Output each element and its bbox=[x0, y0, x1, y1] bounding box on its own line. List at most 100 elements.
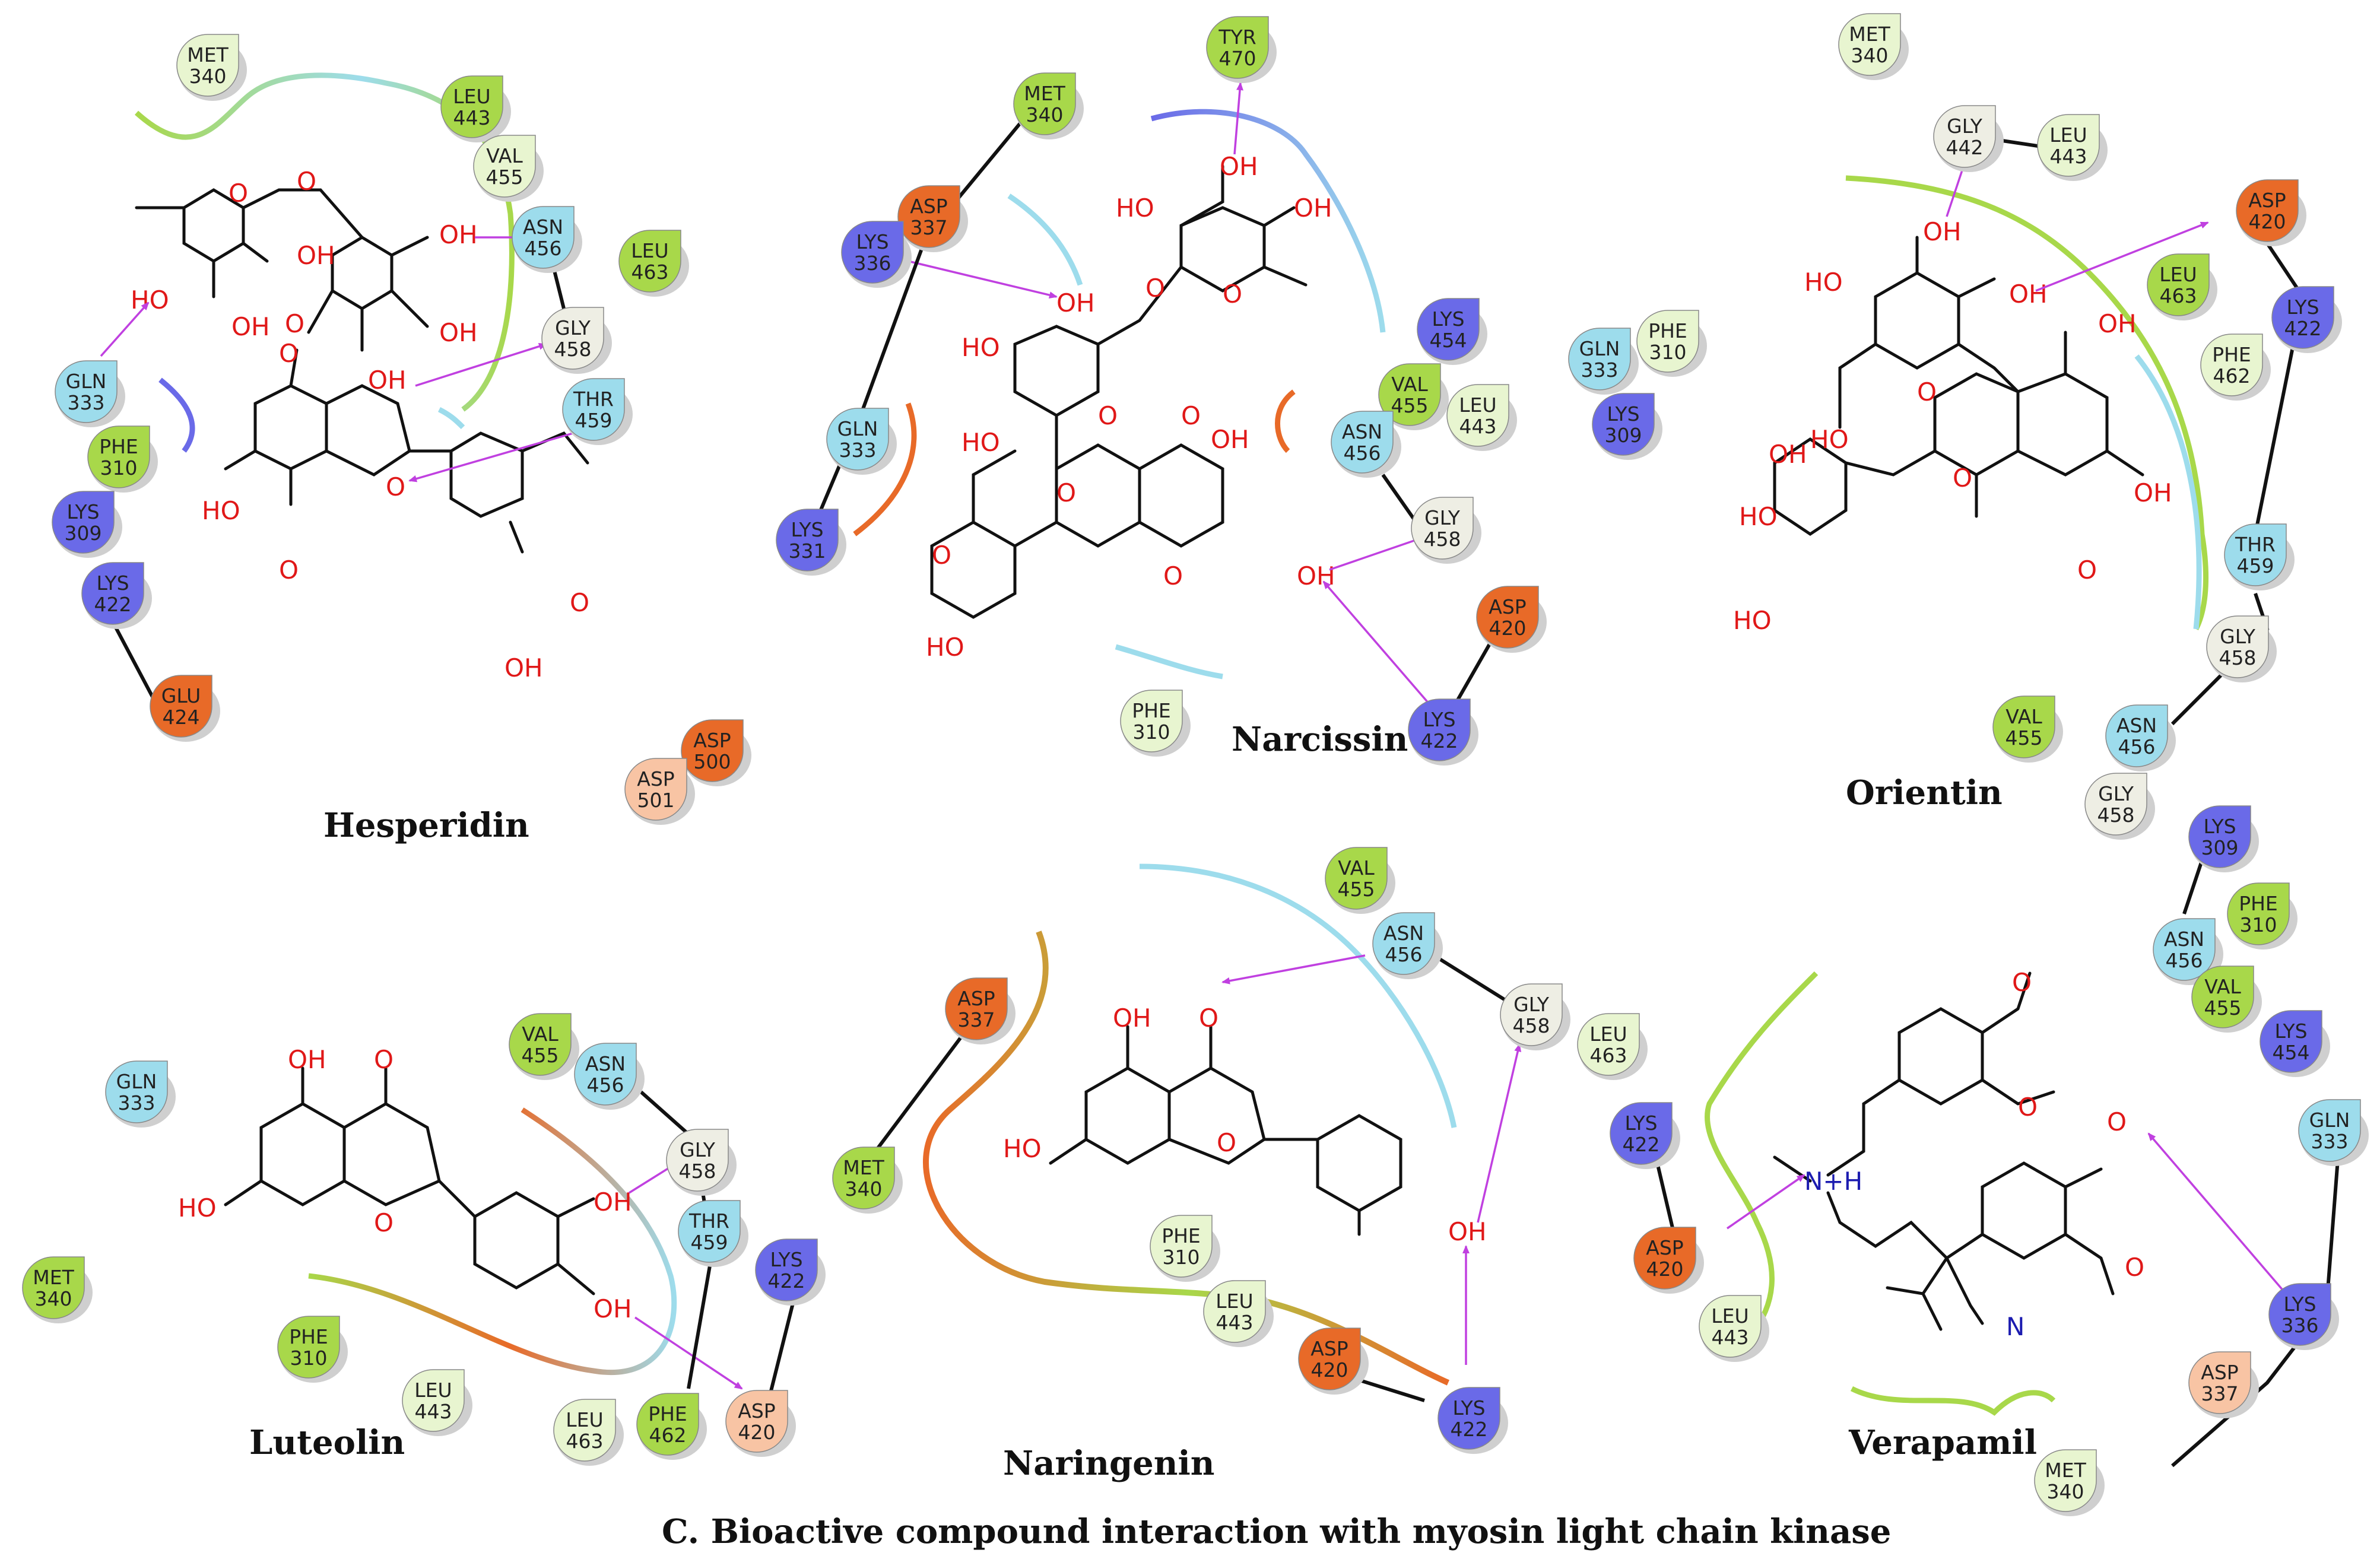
residue-number: 456 bbox=[1385, 943, 1423, 966]
residue-name: GLY bbox=[2220, 625, 2256, 648]
residue-name: ASP bbox=[1489, 595, 1526, 618]
residue-name: GLN bbox=[837, 417, 878, 440]
residue-number: 470 bbox=[1219, 47, 1256, 70]
atom-o: O bbox=[1098, 401, 1118, 430]
residue-name: GLY bbox=[555, 316, 591, 339]
residue-name: LEU bbox=[414, 1379, 452, 1402]
residue-name: LYS bbox=[2286, 296, 2319, 319]
residue-name: GLN bbox=[66, 370, 107, 393]
atom-o: O bbox=[2077, 555, 2097, 585]
residue-number: 420 bbox=[738, 1421, 776, 1444]
residue-number: 340 bbox=[2047, 1480, 2084, 1503]
residue-number: 340 bbox=[1851, 44, 1889, 67]
residue-number: 420 bbox=[1311, 1358, 1348, 1382]
residue-number: 340 bbox=[35, 1287, 72, 1310]
residue-number: 336 bbox=[854, 252, 891, 275]
residue-number: 455 bbox=[2005, 726, 2043, 750]
residue-number: 443 bbox=[415, 1400, 452, 1423]
panel-verapamil: O O N+H O O N Verapamil bbox=[1654, 824, 2340, 1468]
atom-ho: HO bbox=[178, 1193, 217, 1222]
residue-name: LYS bbox=[1423, 708, 1455, 731]
atom-oh: OH bbox=[297, 241, 335, 270]
residue-name: MET bbox=[1024, 82, 1065, 105]
residue-number: 455 bbox=[1338, 878, 1375, 901]
residue-number: 501 bbox=[637, 789, 675, 812]
residue-name: ASN bbox=[2164, 928, 2204, 951]
compound-name-orientin: Orientin bbox=[1846, 773, 2003, 812]
residue-name: ASN bbox=[1342, 420, 1382, 443]
residue-number: 458 bbox=[679, 1160, 716, 1183]
atom-o: O bbox=[1163, 561, 1183, 590]
atom-n: N bbox=[2006, 1312, 2024, 1341]
atom-ho: HO bbox=[131, 285, 169, 315]
residue-number: 331 bbox=[789, 539, 826, 563]
atom-oh: OH bbox=[1294, 193, 1332, 223]
residue-name: ASP bbox=[1646, 1236, 1683, 1259]
residue-number: 458 bbox=[2219, 646, 2257, 669]
atom-o: O bbox=[374, 1208, 394, 1237]
residue-number: 310 bbox=[2240, 913, 2277, 936]
residue-name: MET bbox=[33, 1266, 74, 1289]
residue-number: 420 bbox=[1489, 617, 1527, 640]
residue-number: 333 bbox=[2311, 1130, 2349, 1153]
panel-hesperidin: O OH O OH OH OH HO O OH O HO O O OH O He… bbox=[99, 72, 594, 845]
residue-name: ASN bbox=[1383, 922, 1424, 945]
residue-name: LYS bbox=[791, 518, 823, 541]
residue-name: LEU bbox=[453, 85, 490, 108]
atom-ho: OH bbox=[1769, 440, 1807, 469]
residue-name: PHE bbox=[2212, 343, 2251, 366]
residue-number: 458 bbox=[2097, 804, 2135, 827]
residue-name: LYS bbox=[96, 571, 129, 595]
residue-number: 422 bbox=[1623, 1133, 1660, 1156]
residue-name: MET bbox=[2045, 1459, 2086, 1482]
residue-number: 462 bbox=[2213, 364, 2251, 388]
residue-number: 459 bbox=[2237, 554, 2274, 577]
atom-o: O bbox=[2125, 1253, 2144, 1282]
residue-name: LYS bbox=[2203, 815, 2236, 838]
atom-o: O bbox=[279, 339, 299, 368]
residue-name: VAL bbox=[1391, 373, 1428, 396]
atom-ho: HO bbox=[961, 428, 1000, 457]
atom-oh: OH bbox=[594, 1294, 632, 1323]
residue-name: LYS bbox=[2274, 1020, 2307, 1043]
atom-oh: OH bbox=[2134, 478, 2172, 507]
residue-number: 340 bbox=[189, 65, 227, 88]
atom-ho: HO bbox=[1003, 1134, 1042, 1163]
atom-o: O bbox=[1181, 401, 1201, 430]
atom-oh: OH bbox=[1220, 152, 1258, 181]
residue-name: GLY bbox=[1947, 115, 1983, 138]
atom-oh: OH bbox=[439, 318, 478, 347]
residue-number: 456 bbox=[1344, 442, 1381, 465]
compound-name-verapamil: Verapamil bbox=[1848, 1423, 2037, 1462]
residue-number: 454 bbox=[1430, 329, 1467, 352]
residue-number: 422 bbox=[1451, 1418, 1488, 1441]
residue-number: 443 bbox=[1216, 1311, 1254, 1334]
residue-name: MET bbox=[843, 1156, 884, 1179]
residue-name: LYS bbox=[856, 230, 888, 253]
residue-number: 463 bbox=[2160, 284, 2197, 307]
atom-ho: HO bbox=[926, 633, 964, 662]
